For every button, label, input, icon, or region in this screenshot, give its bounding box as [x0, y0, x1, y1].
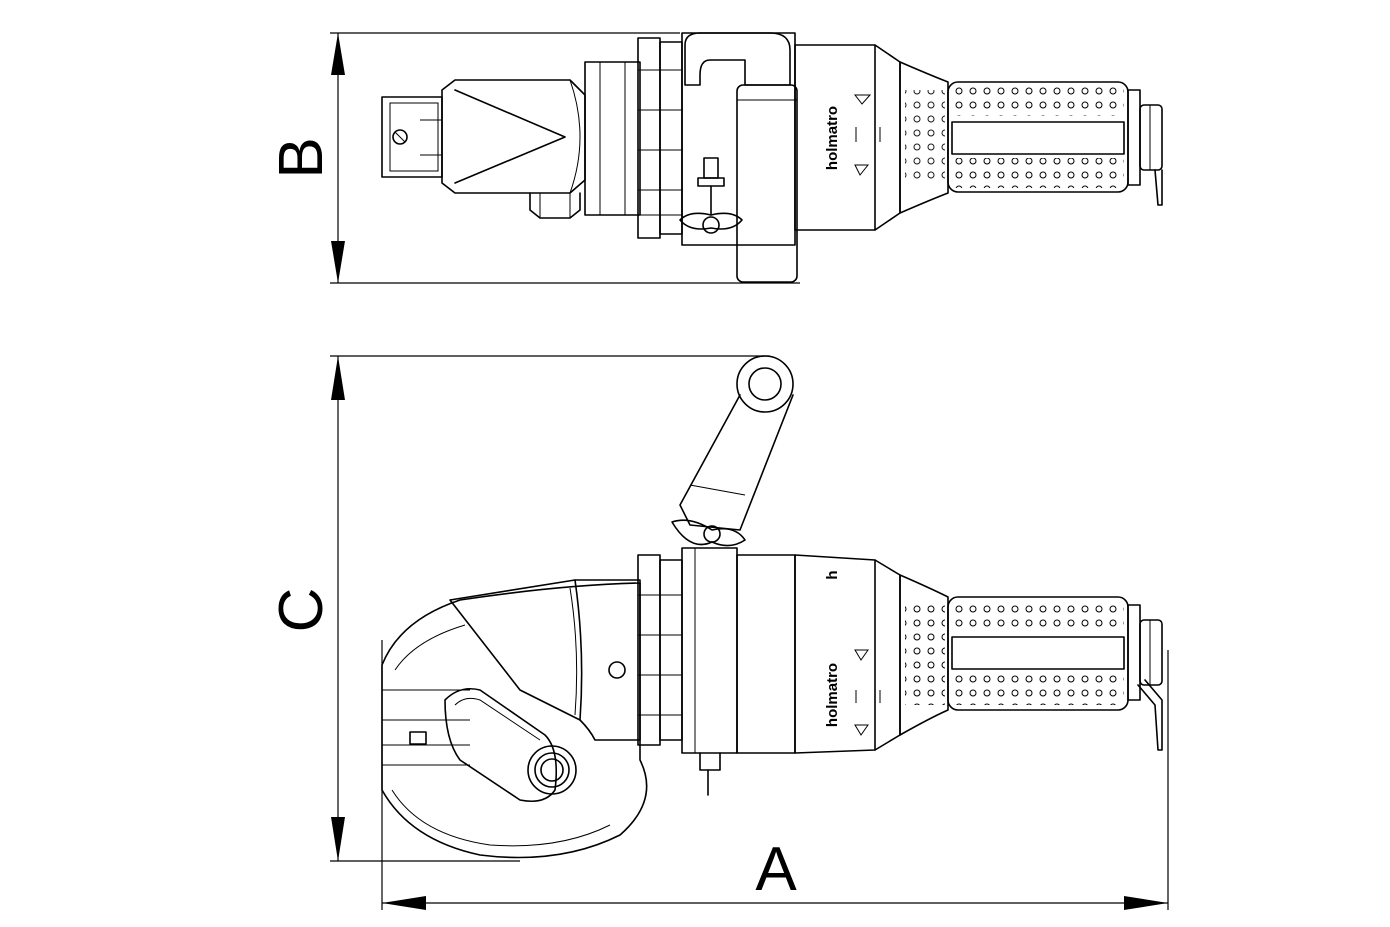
dimension-c: C [267, 355, 770, 862]
side-cylinder: h holmatro [794, 554, 901, 754]
brand-text-side-lower: holmatro [824, 663, 841, 727]
dimension-b: B [267, 32, 800, 284]
side-handle [947, 596, 1129, 711]
carry-handle [679, 355, 794, 531]
dimension-b-label: B [267, 137, 336, 178]
side-housing [681, 547, 796, 796]
blade-jaw [381, 96, 443, 178]
side-neck [574, 579, 641, 741]
wing-nut [671, 519, 746, 547]
main-housing [681, 32, 798, 283]
hydraulic-coupler [1127, 89, 1163, 206]
top-view: holmatro [381, 32, 1163, 283]
lower-blade-arm [444, 687, 558, 803]
cylinder-barrel: holmatro [794, 44, 901, 231]
brand-text-side-upper: h [824, 570, 841, 579]
side-coupler [1127, 604, 1163, 751]
body-neck [584, 61, 641, 216]
upper-blade [449, 579, 583, 721]
thumb-screw [679, 157, 743, 234]
brand-text-top-view: holmatro [824, 106, 841, 170]
blade-bolt [529, 192, 581, 219]
dimension-a-label: A [755, 835, 797, 904]
handle [947, 81, 1129, 193]
blade-body [441, 79, 586, 194]
ring-nut [637, 37, 683, 239]
dimension-c-label: C [267, 588, 336, 633]
grip-taper [899, 61, 949, 214]
side-grip-taper [899, 574, 949, 736]
side-ring-nut [637, 554, 683, 746]
blade-guard [381, 582, 648, 859]
pivot-bolt [527, 745, 577, 795]
side-view: h holmatro [381, 355, 1163, 859]
